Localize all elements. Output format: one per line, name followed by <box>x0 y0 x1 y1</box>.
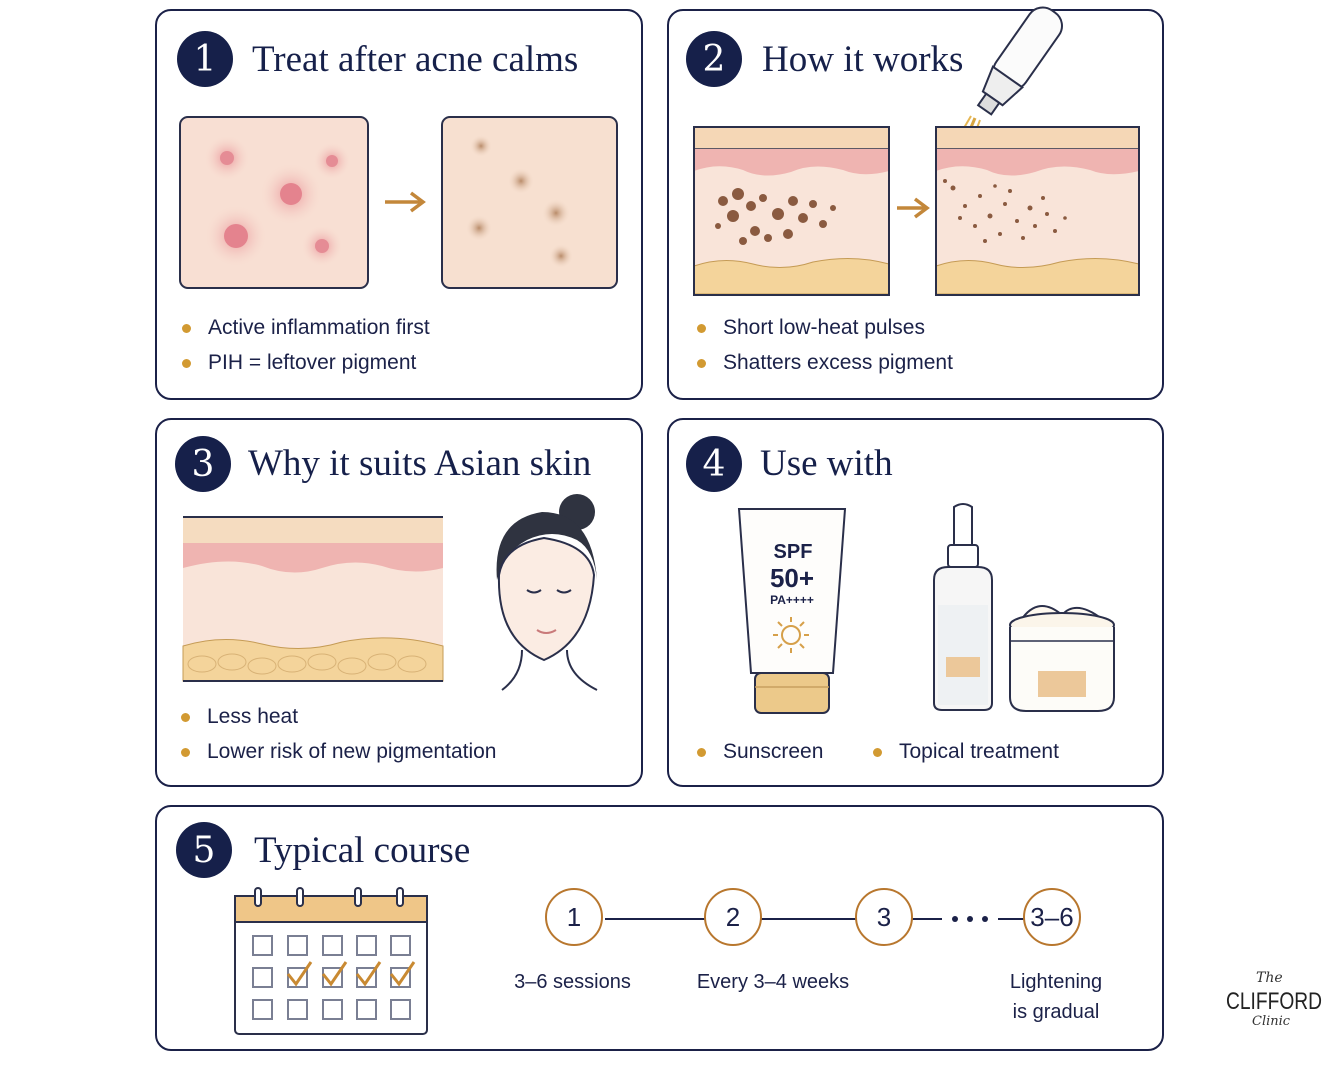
step-badge-3: 3 <box>175 436 231 492</box>
course-label-lightening: Lightening <box>1009 971 1103 993</box>
logo-clinic: Clinic <box>1252 1014 1291 1029</box>
course-label-interval: Every 3–4 weeks <box>696 971 850 993</box>
bullet-dot <box>182 323 191 333</box>
step-badge-1: 1 <box>177 31 233 87</box>
bullet-shatters-pigment: Shatters excess pigment <box>697 351 953 375</box>
course-step-final: 3–6 <box>1023 888 1081 946</box>
arrow-right-icon <box>897 197 930 219</box>
card-title-2: How it works <box>762 39 964 80</box>
skin-layers-shattered-pigment-icon <box>935 126 1140 296</box>
step-badge-4: 4 <box>686 436 742 492</box>
card-title-1: Treat after acne calms <box>252 39 579 80</box>
card-title-5: Typical course <box>254 830 471 871</box>
calendar-icon <box>234 887 428 1035</box>
bullet-text: Short low-heat pulses <box>723 316 925 339</box>
step-badge-2: 2 <box>686 31 742 87</box>
bullet-less-heat: Less heat <box>181 705 298 729</box>
course-label-gradual: is gradual <box>1012 1001 1100 1023</box>
inflamed-skin-icon <box>179 116 369 289</box>
bullet-text: Topical treatment <box>899 740 1059 763</box>
bullet-text: Lower risk of new pigmentation <box>207 740 497 763</box>
bullet-short-pulses: Short low-heat pulses <box>697 316 925 340</box>
sunscreen-spf-label: SPF <box>773 541 813 563</box>
skin-layers-pigment-icon <box>693 126 890 296</box>
cream-jar-icon <box>1009 605 1115 712</box>
course-step-2: 2 <box>704 888 762 946</box>
bullet-dot <box>181 712 190 722</box>
bullet-sunscreen: Sunscreen <box>697 740 823 764</box>
step-badge-5: 5 <box>176 822 232 878</box>
bullet-dot <box>182 358 191 368</box>
bullet-lower-risk: Lower risk of new pigmentation <box>181 740 496 764</box>
course-step-3: 3 <box>855 888 913 946</box>
bullet-text: Shatters excess pigment <box>723 351 953 374</box>
logo-the: The <box>1256 970 1283 986</box>
bullet-active-inflammation: Active inflammation first <box>182 316 430 340</box>
bullet-dot <box>181 747 190 757</box>
bullet-dot <box>697 323 706 333</box>
bullet-dot <box>697 358 706 368</box>
bullet-dot <box>697 747 706 757</box>
pigmented-skin-icon <box>441 116 618 289</box>
course-step-1: 1 <box>545 888 603 946</box>
bullet-pih: PIH = leftover pigment <box>182 351 416 375</box>
bullet-text: PIH = leftover pigment <box>208 351 417 374</box>
bullet-text: Less heat <box>207 705 299 728</box>
skin-layers-icon <box>182 516 444 682</box>
card-title-3: Why it suits Asian skin <box>248 443 592 484</box>
card-title-4: Use with <box>760 443 893 484</box>
bullet-text: Active inflammation first <box>208 316 430 339</box>
woman-face-icon <box>496 494 598 691</box>
arrow-right-icon <box>385 191 426 213</box>
logo-name: CLIFFORD <box>1226 988 1322 1015</box>
course-label-sessions: 3–6 sessions <box>514 971 631 993</box>
bullet-topical-treatment: Topical treatment <box>873 740 1059 764</box>
sunscreen-pa-label: PA++++ <box>770 593 814 607</box>
course-timeline-connector <box>605 916 1025 922</box>
sunscreen-spf-value: 50+ <box>769 563 815 593</box>
bullet-dot <box>873 747 882 757</box>
serum-bottle-icon <box>933 503 993 711</box>
sunscreen-tube-icon <box>737 508 847 714</box>
bullet-text: Sunscreen <box>723 740 824 763</box>
